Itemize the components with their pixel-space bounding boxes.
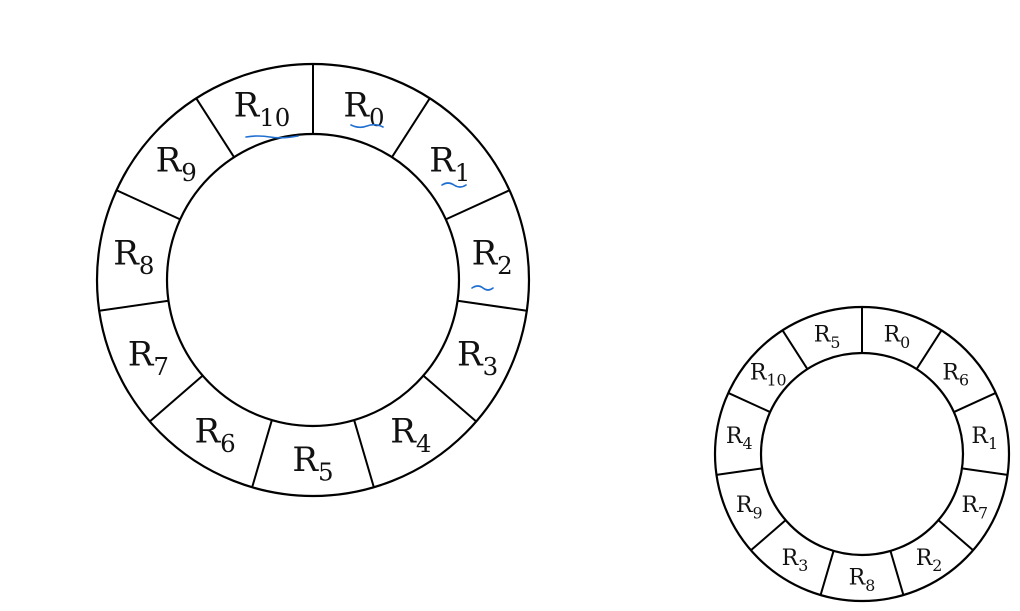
- segment-letter: R: [726, 424, 744, 449]
- segment-subscript: 8: [139, 251, 155, 280]
- segment-letter: R: [457, 334, 484, 374]
- segment-label: R2: [472, 233, 513, 280]
- segment-letter: R: [343, 86, 370, 126]
- segment-letter: R: [429, 141, 456, 181]
- segment-subscript: 2: [932, 556, 942, 575]
- large-ring-divider: [195, 97, 235, 158]
- segment-subscript: 7: [153, 352, 169, 381]
- segment-label: R6: [195, 411, 236, 458]
- segment-letter: R: [195, 411, 222, 451]
- segment-letter: R: [156, 141, 183, 181]
- small-ring-divider: [953, 392, 997, 413]
- segment-label: R6: [942, 360, 969, 389]
- segment-subscript: 0: [900, 333, 910, 352]
- segment-label: R2: [916, 546, 943, 575]
- segment-label: R7: [128, 334, 169, 381]
- segment-label: R4: [726, 424, 753, 453]
- segment-letter: R: [292, 440, 319, 480]
- segment-label: R3: [457, 334, 498, 381]
- small-ring-divider: [716, 467, 763, 476]
- large-ring-divider: [457, 299, 527, 312]
- small-ring-divider: [781, 329, 809, 370]
- segment-subscript: 0: [369, 103, 385, 132]
- small-ring-divider: [819, 550, 835, 596]
- segment-subscript: 3: [483, 352, 499, 381]
- large-ring-divider: [149, 374, 204, 423]
- segment-subscript: 9: [752, 503, 762, 522]
- segment-letter: R: [942, 360, 960, 385]
- segment-label: R3: [782, 546, 809, 575]
- large-ring-divider: [251, 419, 273, 488]
- segment-letter: R: [736, 493, 754, 518]
- segment-label: R10: [750, 360, 787, 389]
- segment-subscript: 9: [181, 158, 197, 187]
- large-ring-divider: [116, 189, 181, 221]
- segment-label: R8: [113, 233, 154, 280]
- segment-letter: R: [884, 323, 902, 348]
- segment-label: R1: [429, 141, 470, 188]
- large-ring-divider: [391, 97, 431, 158]
- annotation-underline: [245, 135, 299, 139]
- small-ring-inner-circle: [759, 351, 965, 557]
- segment-label: R0: [884, 323, 911, 352]
- large-ring-divider: [445, 189, 510, 221]
- annotation-underline: [441, 182, 467, 188]
- segment-label: R4: [390, 411, 431, 458]
- segment-letter: R: [390, 411, 417, 451]
- small-ring-divider: [961, 467, 1008, 476]
- small-ring-divider: [937, 519, 974, 552]
- segment-label: R9: [736, 493, 763, 522]
- segment-subscript: 10: [259, 103, 290, 132]
- segment-letter: R: [916, 546, 934, 571]
- segment-label: R9: [156, 141, 197, 188]
- segment-subscript: 2: [497, 251, 513, 280]
- small-ring-divider: [750, 519, 787, 552]
- segment-subscript: 5: [830, 333, 840, 352]
- segment-subscript: 4: [743, 434, 753, 453]
- annotation-underline: [471, 285, 494, 291]
- segment-letter: R: [849, 566, 867, 591]
- segment-subscript: 6: [220, 429, 236, 458]
- segment-subscript: 1: [988, 434, 998, 453]
- segment-letter: R: [128, 334, 155, 374]
- segment-subscript: 8: [865, 576, 875, 595]
- segment-letter: R: [472, 233, 499, 273]
- segment-letter: R: [961, 493, 979, 518]
- annotation-underline: [350, 123, 384, 129]
- large-ring-divider: [99, 299, 169, 312]
- segment-label: R10: [234, 86, 291, 133]
- segment-label: R1: [971, 424, 998, 453]
- small-ring-divider: [889, 550, 905, 596]
- segment-letter: R: [750, 360, 768, 385]
- segment-subscript: 1: [455, 158, 471, 187]
- segment-label: R0: [343, 86, 384, 133]
- segment-letter: R: [814, 323, 832, 348]
- segment-label: R8: [849, 566, 876, 595]
- segment-label: R5: [814, 323, 841, 352]
- small-ring-divider: [915, 329, 943, 370]
- segment-letter: R: [234, 86, 261, 126]
- segment-letter: R: [782, 546, 800, 571]
- segment-subscript: 5: [318, 458, 334, 487]
- segment-subscript: 4: [416, 429, 432, 458]
- large-ring-divider: [422, 374, 477, 423]
- segment-letter: R: [113, 233, 140, 273]
- large-ring-divider: [353, 419, 375, 488]
- segment-subscript: 7: [978, 503, 988, 522]
- segment-subscript: 10: [766, 371, 786, 390]
- large-ring-inner-circle: [165, 132, 461, 428]
- segment-label: R7: [961, 493, 988, 522]
- segment-subscript: 3: [798, 556, 808, 575]
- segment-subscript: 6: [959, 371, 969, 390]
- segment-label: R5: [292, 440, 333, 487]
- segment-letter: R: [971, 424, 989, 449]
- small-ring-divider: [727, 392, 771, 413]
